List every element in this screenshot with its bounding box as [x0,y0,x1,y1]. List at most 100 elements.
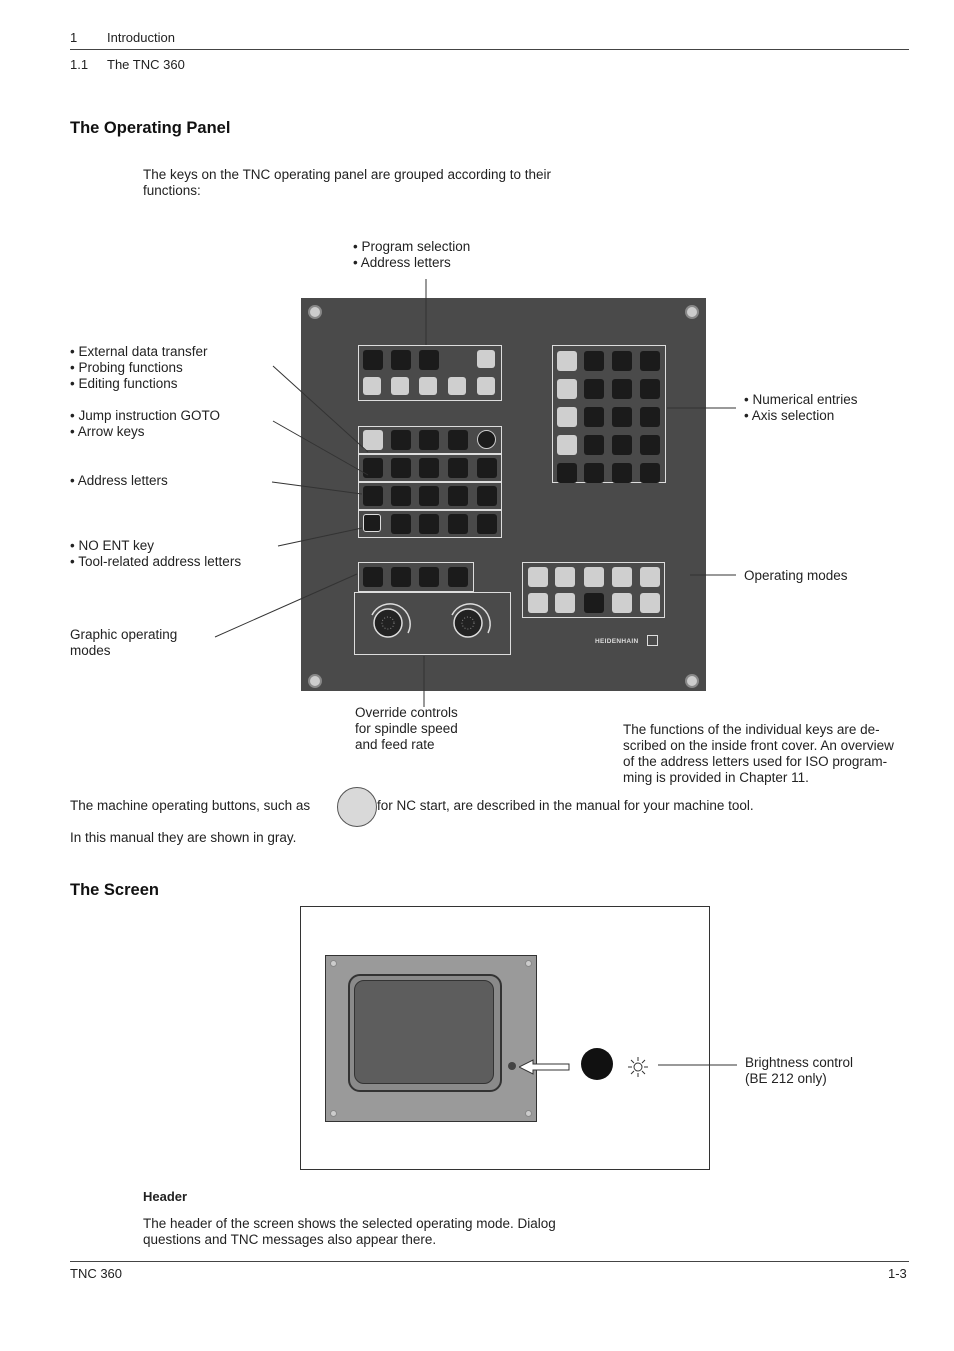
chamfer-key-icon [363,377,381,395]
operating-panel-heading: The Operating Panel [70,119,231,137]
header-description: The header of the screen shows the selec… [143,1216,556,1247]
program-run-key-icon [555,567,575,587]
arc-key-icon [419,377,437,395]
numeric-key [640,379,660,399]
panel-key [419,514,439,534]
numeric-key [612,407,632,427]
feed-override-knob [453,608,483,638]
knob-grip [461,616,475,630]
panel-key [391,486,411,506]
scale-arc [451,603,491,634]
screw [525,1110,532,1117]
panel-key [363,486,383,506]
panel-key [448,430,468,450]
panel-key [363,350,383,370]
screw [308,674,322,688]
panel-key [391,514,411,534]
override-knob-drawing [371,603,491,638]
numeric-key [612,351,632,371]
end-key-icon [640,463,660,483]
panel-key [448,486,468,506]
screw [330,960,337,967]
panel-key [477,514,497,534]
numeric-key [640,407,660,427]
override-controls [354,592,511,655]
label-operating-modes: Operating modes [744,568,848,583]
numeric-key [557,463,577,483]
screw [330,1110,337,1117]
gray-note: In this manual they are shown in gray. [70,830,297,845]
heidenhain-logo: HEIDENHAIN [595,638,639,645]
positioning-key-icon [640,567,660,587]
arrow-up-key-icon [419,458,439,478]
numeric-key [612,463,632,483]
machine-text-end: for NC start, are described in the manua… [377,798,754,813]
heidenhain-logo-mark [647,635,658,646]
screen-bezel [348,974,502,1092]
address-letter-key-row [358,482,502,510]
program-run-full-key-icon [584,567,604,587]
label-no-ent: • NO ENT key • Tool-related address lett… [70,538,242,569]
panel-key [448,514,468,534]
label-program-selection: • Program selection • Address letters [353,239,471,270]
spindle-override-knob [373,608,403,638]
chapter-number: 1 [70,30,78,45]
knob-grip [381,616,395,630]
axis-key [557,435,577,455]
panel-key [584,593,604,613]
operating-panel-illustration: HEIDENHAIN [301,298,706,691]
plus-key-icon [448,377,466,395]
panel-key [419,350,439,370]
axis-key [557,407,577,427]
arrow-down-key-icon [391,458,411,478]
section-number: 1.1 [70,57,89,72]
numeric-key [584,379,604,399]
panel-key [477,486,497,506]
panel-key [419,486,439,506]
numeric-key [584,435,604,455]
circle-center-key-icon [391,377,409,395]
panel-key [448,567,468,587]
numeric-key [584,407,604,427]
minus-key-icon [640,435,660,455]
chapter-title: Introduction [107,30,175,45]
no-ent-key-icon [363,514,381,532]
page-number: 1-3 [888,1266,907,1281]
arrow-left-icon [519,1059,570,1075]
screw [308,305,322,319]
axis-key [557,351,577,371]
brightness-control-knob[interactable] [581,1048,613,1080]
numeric-key [584,463,604,483]
panel-key [419,430,439,450]
numeric-key [612,379,632,399]
transfer-key-icon [612,567,632,587]
nc-start-button-icon [337,787,377,827]
program-selection-key-group [358,345,502,401]
label-numerical-entries: • Numerical entries • Axis selection [744,392,858,423]
header-rule [70,49,909,50]
scale-arc [371,603,411,634]
label-external-data: • External data transfer • Probing funct… [70,344,208,391]
screen-heading: The Screen [70,881,159,899]
blank-mode-key [612,593,632,613]
line-key-icon [477,350,495,368]
screw [525,960,532,967]
axis-key [557,379,577,399]
functions-note: The functions of the individual keys are… [623,722,894,785]
label-address-letters: • Address letters [70,473,168,488]
numerical-key-block [552,345,666,483]
footer-product: TNC 360 [70,1266,123,1281]
section-title: The TNC 360 [107,57,185,72]
machine-text-start: The machine operating buttons, such as [70,798,311,813]
panel-key [419,567,439,587]
screen-illustration [300,906,710,1170]
rounding-key-icon [477,377,495,395]
external-transfer-key-row [358,426,502,454]
numeric-key [584,351,604,371]
sun-brightness-icon [628,1057,648,1077]
panel-key [363,567,383,587]
program-edit-key-icon [555,593,575,613]
label-override-controls: Override controls for spindle speed and … [355,705,458,752]
numeric-key [612,435,632,455]
